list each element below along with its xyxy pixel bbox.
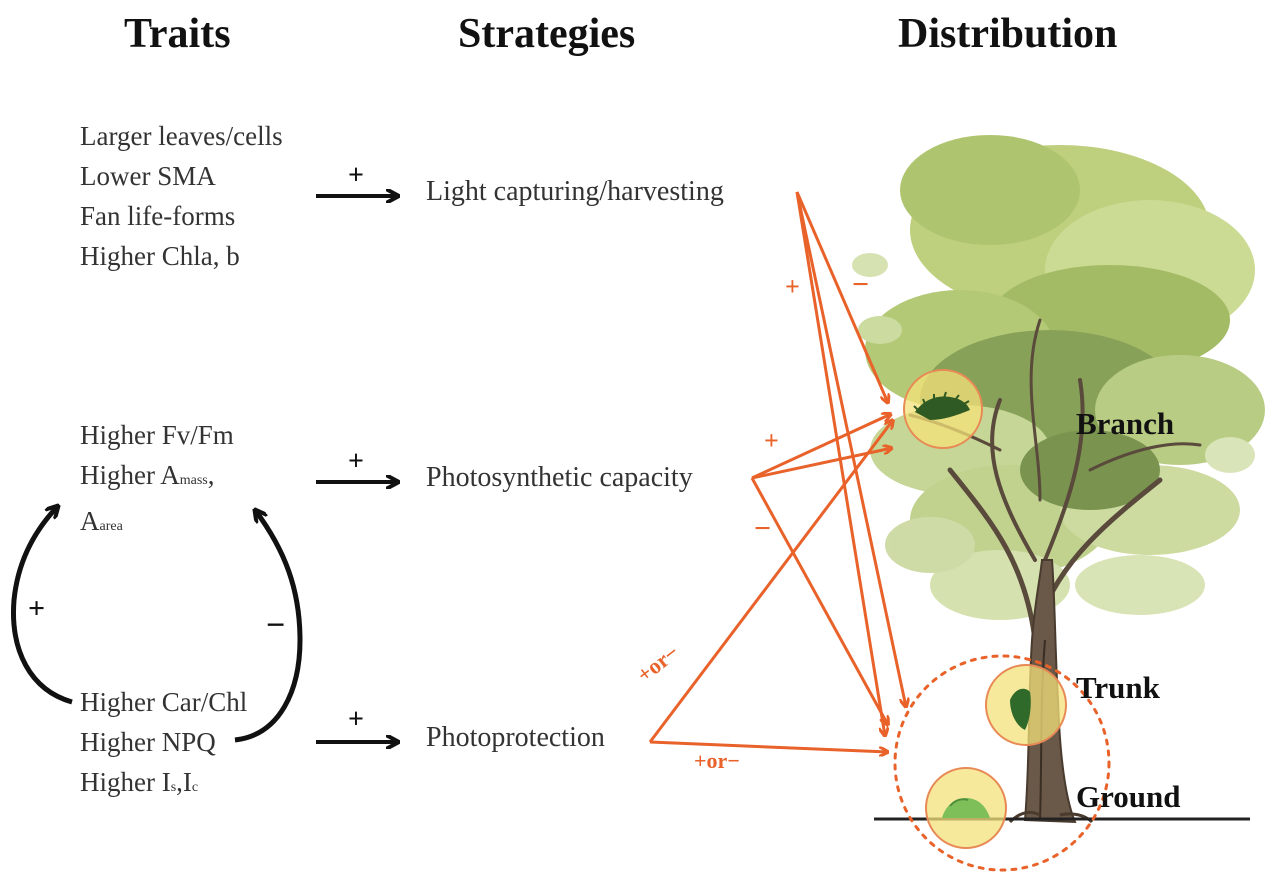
trait-group-protection: Higher Car/Chl Higher NPQ Higher Is,Ic	[80, 682, 247, 808]
sign-photo-minus: −	[754, 512, 772, 545]
heading-traits: Traits	[124, 11, 231, 57]
sign-plus-light: +	[348, 160, 364, 191]
trait-group-light: Larger leaves/cells Lower SMA Fan life-f…	[80, 116, 283, 276]
trait-line: Higher Is,Ic	[80, 762, 247, 808]
tree-canopy	[852, 135, 1265, 620]
sign-feedback-plus: +	[28, 592, 46, 625]
sign-plus-protection: +	[348, 704, 364, 735]
strategy-light-capturing: Light capturing/harvesting	[426, 176, 724, 207]
trait-line: Higher Fv/Fm	[80, 420, 234, 450]
trait-text: Higher A	[80, 460, 180, 490]
trunk-highlight	[985, 664, 1067, 746]
sign-protect-lower: +or−	[694, 748, 740, 773]
trait-text: Higher I	[80, 767, 171, 797]
label-branch: Branch	[1076, 406, 1175, 441]
trait-text: ,	[207, 460, 215, 490]
ground-trunk-zone	[893, 654, 1111, 872]
trait-line: Higher NPQ	[80, 727, 216, 757]
trait-line: Higher Chla, b	[80, 241, 240, 271]
tree-illustration	[852, 135, 1265, 824]
trait-line: Higher Amass,	[80, 455, 234, 501]
trait-line: Higher Car/Chl	[80, 687, 248, 717]
trait-text: ,I	[176, 767, 192, 797]
sign-feedback-minus: −	[266, 607, 286, 644]
strategy-to-distribution-arrows	[648, 191, 906, 752]
trait-subscript: mass	[179, 473, 208, 488]
trait-to-strategy-arrows	[316, 196, 398, 742]
trait-line: Aarea	[80, 501, 234, 547]
sign-light-minus: −	[852, 268, 870, 301]
trait-subscript: c	[191, 780, 199, 795]
label-trunk: Trunk	[1076, 670, 1160, 705]
heading-distribution: Distribution	[898, 11, 1118, 57]
trait-text: A	[80, 506, 100, 536]
trait-line: Lower SMA	[80, 161, 216, 191]
sign-light-plus: +	[785, 272, 800, 301]
sign-plus-photosynthesis: +	[348, 446, 364, 477]
feedback-arrows	[11, 506, 303, 743]
strategy-photoprotection: Photoprotection	[426, 722, 605, 753]
trait-subscript: s	[170, 780, 177, 795]
sign-photo-plus: +	[764, 426, 779, 455]
trait-group-photosynthesis: Higher Fv/Fm Higher Amass, Aarea	[80, 415, 234, 547]
heading-strategies: Strategies	[458, 11, 636, 57]
branch-highlight	[903, 369, 983, 449]
trait-line: Fan life-forms	[80, 201, 236, 231]
trait-subscript: area	[99, 519, 123, 534]
trait-line: Larger leaves/cells	[80, 121, 283, 151]
ground-highlight	[925, 767, 1007, 849]
label-ground: Ground	[1076, 779, 1181, 814]
strategy-photosynthetic-capacity: Photosynthetic capacity	[426, 462, 693, 493]
